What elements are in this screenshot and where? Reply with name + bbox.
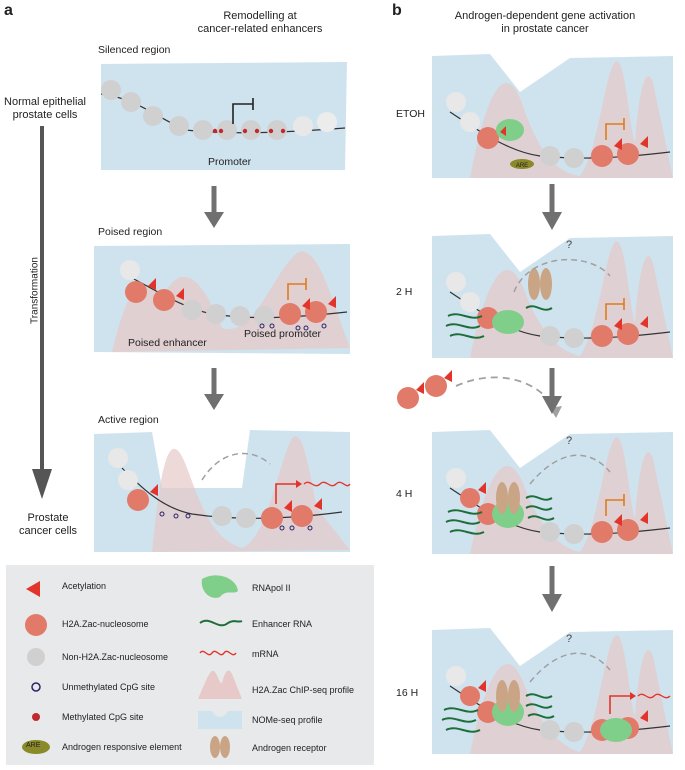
down-arrow-a1 <box>204 186 224 228</box>
row-label-2h: 2 H <box>396 286 413 298</box>
down-arrow-a2 <box>204 368 224 410</box>
legend-item-chipseq: H2A.Zac ChIP-seq profile <box>252 685 355 695</box>
legend-item-nomeseq: NOMe-seq profile <box>252 715 323 725</box>
transformation-arrow <box>32 126 52 499</box>
are-tag-etoh: ARE <box>516 163 528 169</box>
legend-left-icons <box>22 581 50 754</box>
legend-item-rnapol: RNApol II <box>252 583 291 593</box>
16h-diagram: ? <box>432 628 673 754</box>
blocked-promoter-mark <box>232 98 254 124</box>
methylated-cpg-icon <box>32 713 40 721</box>
row-label-4h: 4 H <box>396 488 413 500</box>
legend-right-icons <box>198 575 243 758</box>
active-region-title: Active region <box>98 414 159 426</box>
h2azac-nucleosome-icon <box>25 614 47 636</box>
panel-a-letter: a <box>4 2 13 19</box>
chipseq-profile-icon <box>198 670 242 699</box>
legend-item-androgen-receptor: Androgen receptor <box>252 743 327 753</box>
transformation-label: Transformation <box>29 257 41 324</box>
question-mark-16h: ? <box>566 633 572 645</box>
are-icon <box>22 740 50 754</box>
legend-item-non-h2azac: Non-H2A.Zac-nucleosome <box>62 652 169 662</box>
panel-b-letter: b <box>392 2 402 19</box>
androgen-receptor-icon <box>210 736 230 758</box>
down-arrow-b1 <box>542 184 562 230</box>
chromatin-fiber <box>100 80 346 140</box>
rnapol-icon <box>201 575 238 598</box>
question-mark-4h: ? <box>566 435 572 447</box>
poised-region-title: Poised region <box>98 226 163 238</box>
legend-item-enhancer-rna: Enhancer RNA <box>252 619 313 629</box>
silenced-region-title: Silenced region <box>98 44 171 56</box>
silenced-region-diagram <box>100 62 347 170</box>
legend-are-tag: ARE <box>26 742 41 749</box>
down-arrow-b3 <box>542 566 562 612</box>
nomeseq-profile-icon <box>198 711 242 729</box>
row-label-16h: 16 H <box>396 687 419 699</box>
question-mark-2h: ? <box>566 239 572 251</box>
legend-item-unmethylated: Unmethylated CpG site <box>62 682 156 692</box>
etoh-diagram: ARE <box>432 54 673 178</box>
panel-b-title: Androgen-dependent gene activation in pr… <box>454 10 636 35</box>
promoter-label: Promoter <box>208 156 252 168</box>
cancer-cells-label: Prostate cancer cells <box>18 512 78 537</box>
poised-enhancer-label: Poised enhancer <box>128 337 207 349</box>
legend-item-acetylation: Acetylation <box>62 581 107 591</box>
row-label-etoh: ETOH <box>396 108 425 120</box>
normal-cells-label: Normal epithelial prostate cells <box>4 96 86 121</box>
legend-item-h2azac: H2A.Zac-nucleosome <box>62 619 149 629</box>
poised-promoter-label: Poised promoter <box>244 328 322 340</box>
legend-item-mrna: mRNA <box>252 649 279 659</box>
mrna-icon <box>199 650 237 656</box>
legend-item-are: Androgen responsive element <box>62 742 182 752</box>
poised-region-diagram <box>94 244 350 354</box>
2h-diagram: ? <box>432 234 673 358</box>
are-element <box>510 159 534 169</box>
legend-item-methylated: Methylated CpG site <box>62 712 144 722</box>
4h-diagram: ? <box>432 430 673 554</box>
active-region-diagram <box>94 430 351 552</box>
down-arrow-b2 <box>542 368 562 414</box>
non-h2azac-nucleosome-icon <box>27 648 45 666</box>
legend: Acetylation H2A.Zac-nucleosome Non-H2A.Z… <box>6 565 374 765</box>
enhancer-rna-icon <box>199 619 243 627</box>
acetylation-triangle-icon <box>26 581 40 597</box>
panel-a-title: Remodelling at cancer-related enhancers <box>197 10 323 35</box>
unmethylated-cpg-icon <box>31 682 41 692</box>
